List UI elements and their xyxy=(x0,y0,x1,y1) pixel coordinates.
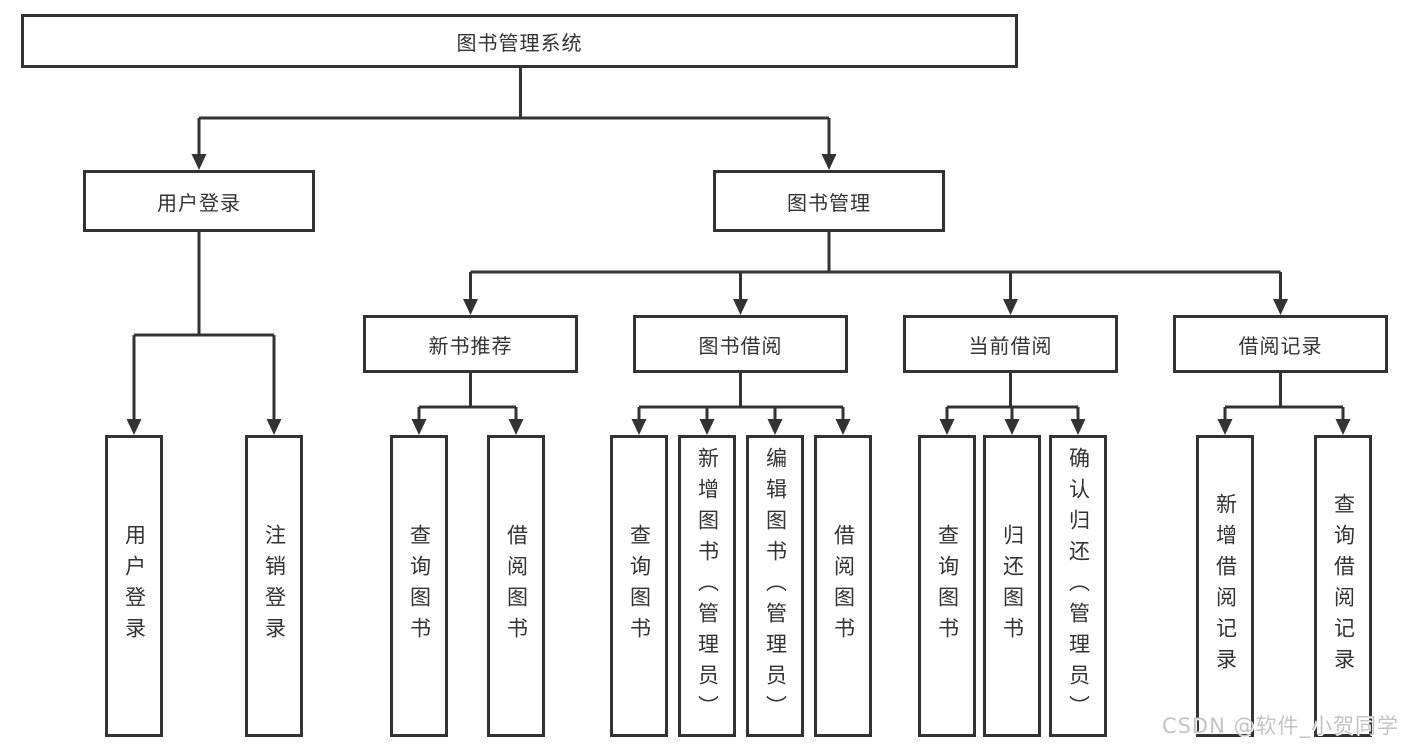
node-label: 查询图书 xyxy=(935,524,960,648)
node-label: 新增借阅记录 xyxy=(1213,493,1238,679)
node-label: 查询图书 xyxy=(627,524,652,648)
node-label: 借阅图书 xyxy=(504,524,529,648)
node-label: 图书管理 xyxy=(787,190,871,215)
node-new-book-recommendation: 新书推荐 xyxy=(363,315,578,373)
node-borrowing-records: 借阅记录 xyxy=(1173,315,1388,373)
node-label: 归还图书 xyxy=(1000,524,1025,648)
node-label: 用户登录 xyxy=(122,524,147,648)
leaf-records-query-borrow-record: 查询借阅记录 xyxy=(1314,435,1372,737)
node-label: 图书借阅 xyxy=(698,333,783,358)
node-label: 借阅图书 xyxy=(831,524,856,648)
leaf-current-return-books: 归还图书 xyxy=(983,435,1041,737)
leaf-borrowing-edit-books-admin: 编辑图书（管理员） xyxy=(746,435,804,737)
leaf-borrowing-query-books: 查询图书 xyxy=(610,435,668,737)
leaf-borrowing-add-books-admin: 新增图书（管理员） xyxy=(678,435,736,737)
node-label: 注销登录 xyxy=(262,524,287,648)
node-user-login: 用户登录 xyxy=(83,170,315,232)
node-label: 新书推荐 xyxy=(428,333,513,358)
node-label: 用户登录 xyxy=(157,190,241,215)
node-book-management: 图书管理 xyxy=(713,170,945,232)
node-label: 查询借阅记录 xyxy=(1331,493,1356,679)
leaf-current-query-books: 查询图书 xyxy=(918,435,976,737)
leaf-records-add-borrow-record: 新增借阅记录 xyxy=(1196,435,1254,737)
leaf-newbook-borrow-books: 借阅图书 xyxy=(487,435,545,737)
leaf-logout-login: 注销登录 xyxy=(245,435,303,737)
node-label: 查询图书 xyxy=(407,524,432,648)
leaf-borrowing-borrow-books: 借阅图书 xyxy=(814,435,872,737)
node-current-borrowing: 当前借阅 xyxy=(903,315,1118,373)
leaf-user-login: 用户登录 xyxy=(105,435,163,737)
node-label: 编辑图书（管理员） xyxy=(763,446,788,726)
node-book-borrowing: 图书借阅 xyxy=(633,315,848,373)
node-label: 新增图书（管理员） xyxy=(695,446,720,726)
node-root: 图书管理系统 xyxy=(21,14,1018,68)
node-label: 确认归还（管理员） xyxy=(1066,446,1091,726)
leaf-current-confirm-return-admin: 确认归还（管理员） xyxy=(1049,435,1107,737)
csdn-watermark: CSDN @软件_小贺同学 xyxy=(1161,714,1399,738)
node-label: 借阅记录 xyxy=(1238,333,1323,358)
node-label: 当前借阅 xyxy=(968,333,1053,358)
node-label: 图书管理系统 xyxy=(456,30,583,55)
leaf-newbook-query-books: 查询图书 xyxy=(390,435,448,737)
